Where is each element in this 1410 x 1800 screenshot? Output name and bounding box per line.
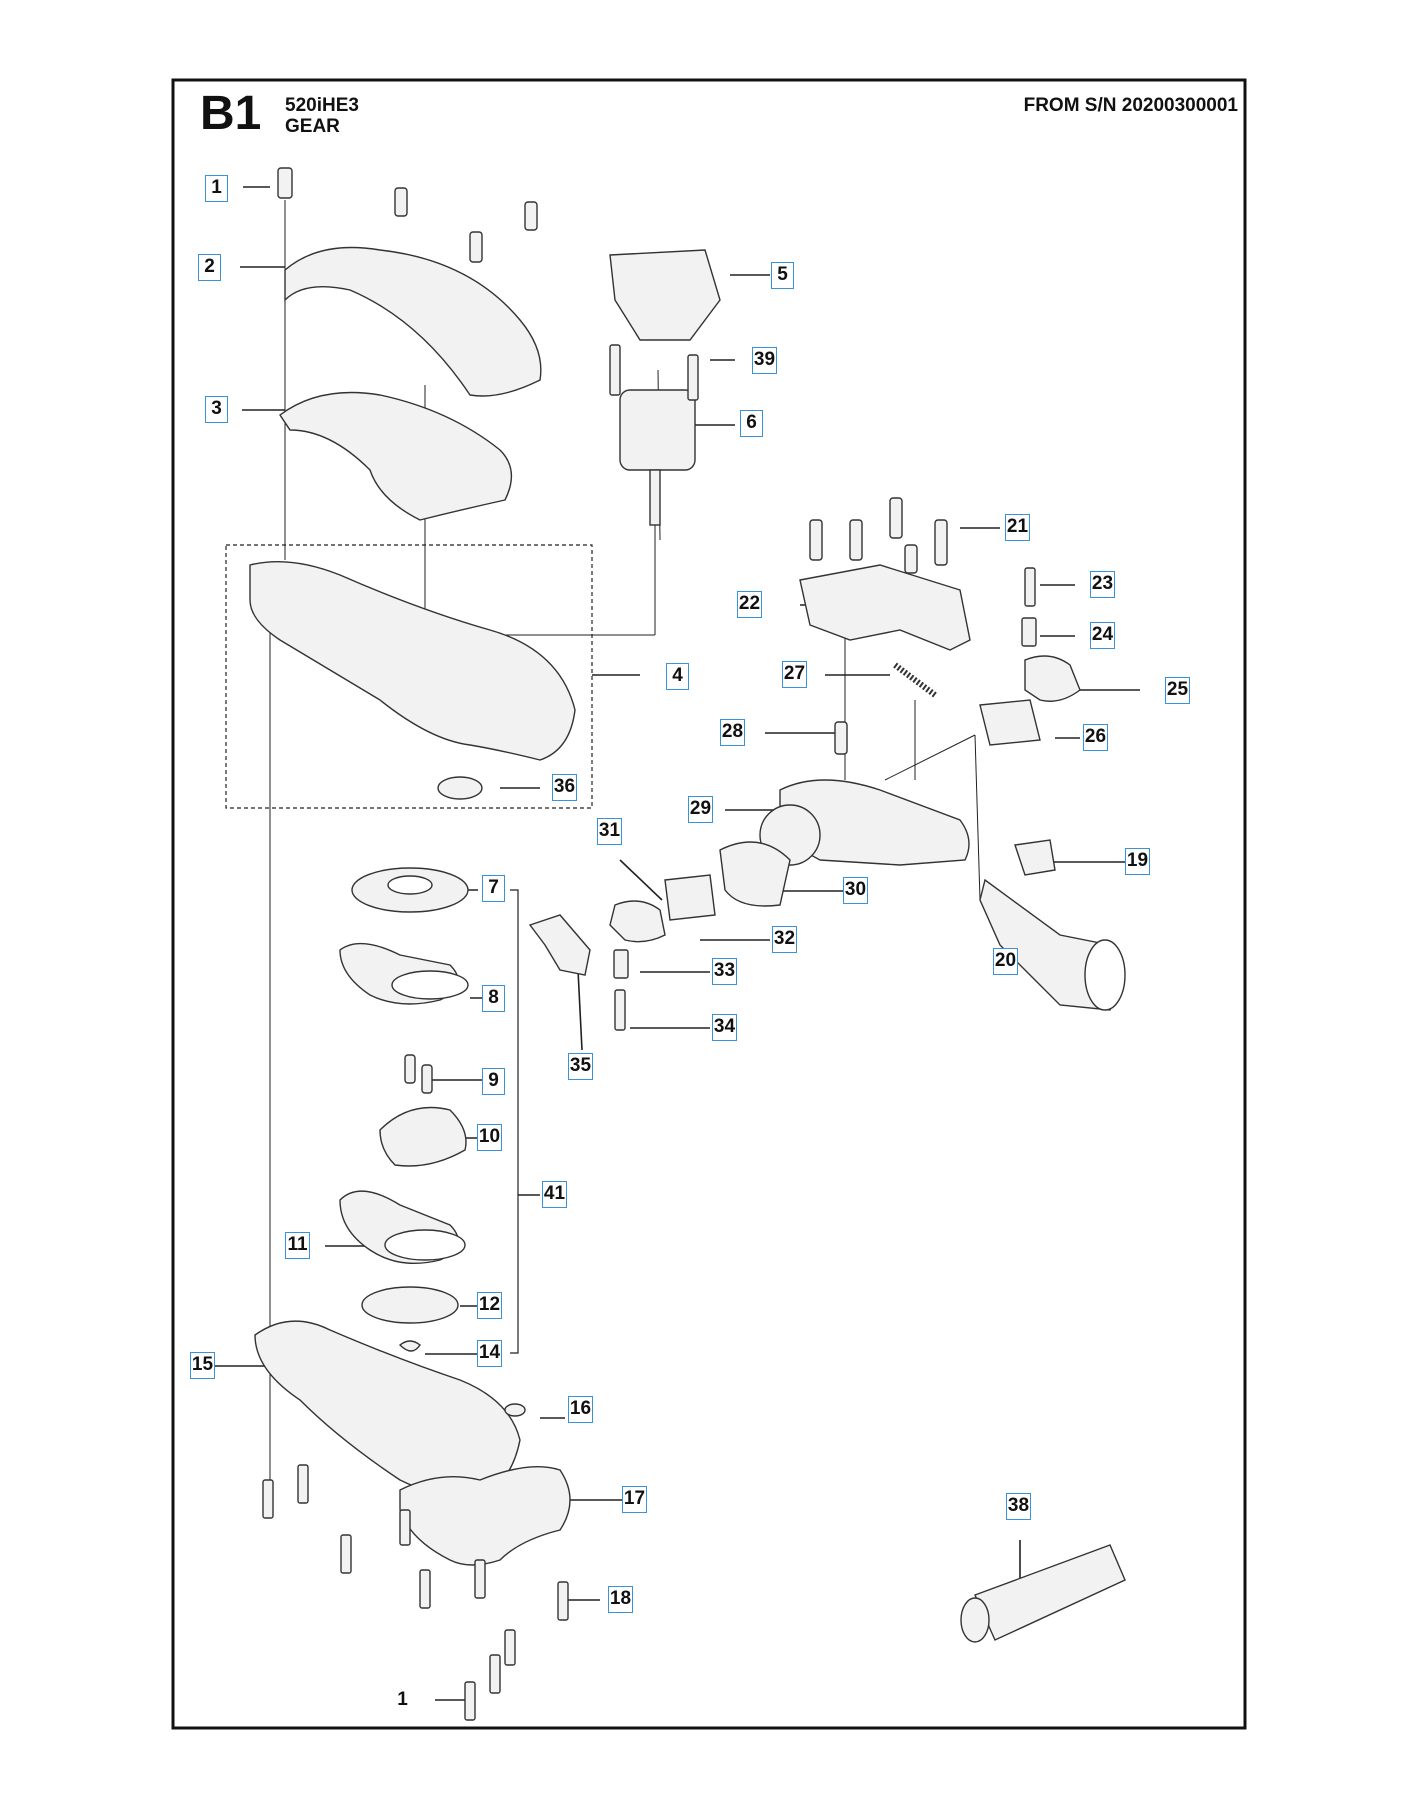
callout-27: 27 bbox=[782, 661, 807, 688]
diagram-title: GEAR bbox=[285, 116, 340, 137]
callout-17: 17 bbox=[622, 1486, 647, 1513]
callout-19: 19 bbox=[1125, 848, 1150, 875]
callout-25: 25 bbox=[1165, 677, 1190, 704]
serial-range: FROM S/N 20200300001 bbox=[1023, 95, 1238, 116]
callout-29: 29 bbox=[688, 796, 713, 823]
callout-15: 15 bbox=[190, 1352, 215, 1379]
callout-38: 38 bbox=[1006, 1493, 1031, 1520]
callout-16: 16 bbox=[568, 1396, 593, 1423]
callout-36: 36 bbox=[552, 774, 577, 801]
callout-10: 10 bbox=[477, 1124, 502, 1151]
callout-6: 6 bbox=[740, 410, 763, 437]
callout-34: 34 bbox=[712, 1014, 737, 1041]
callout-21: 21 bbox=[1005, 514, 1030, 541]
callout-3: 3 bbox=[205, 396, 228, 423]
callout-39: 39 bbox=[752, 347, 777, 374]
callout-14: 14 bbox=[477, 1340, 502, 1367]
callout-30: 30 bbox=[843, 877, 868, 904]
callout-8: 8 bbox=[482, 985, 505, 1012]
callout-4: 4 bbox=[666, 663, 689, 690]
callout-1-bottom: 1 bbox=[397, 1689, 408, 1710]
section-code: B1 bbox=[200, 87, 262, 140]
model-name: 520iHE3 bbox=[285, 95, 359, 116]
callout-23: 23 bbox=[1090, 571, 1115, 598]
callout-41: 41 bbox=[542, 1181, 567, 1208]
callout-1: 1 bbox=[205, 175, 228, 202]
callout-24: 24 bbox=[1090, 622, 1115, 649]
callout-28: 28 bbox=[720, 719, 745, 746]
callout-35: 35 bbox=[568, 1053, 593, 1080]
housing-group-box bbox=[225, 544, 593, 809]
callout-26: 26 bbox=[1083, 724, 1108, 751]
callout-9: 9 bbox=[482, 1068, 505, 1095]
callout-11: 11 bbox=[285, 1232, 310, 1259]
callout-5: 5 bbox=[771, 262, 794, 289]
callout-20: 20 bbox=[993, 948, 1018, 975]
callout-31: 31 bbox=[597, 818, 622, 845]
callout-18: 18 bbox=[608, 1586, 633, 1613]
callout-7: 7 bbox=[482, 875, 505, 902]
callout-12: 12 bbox=[477, 1292, 502, 1319]
callout-33: 33 bbox=[712, 958, 737, 985]
page-frame bbox=[171, 78, 1247, 1730]
callout-32: 32 bbox=[772, 926, 797, 953]
callout-2: 2 bbox=[198, 254, 221, 281]
callout-22: 22 bbox=[737, 591, 762, 618]
